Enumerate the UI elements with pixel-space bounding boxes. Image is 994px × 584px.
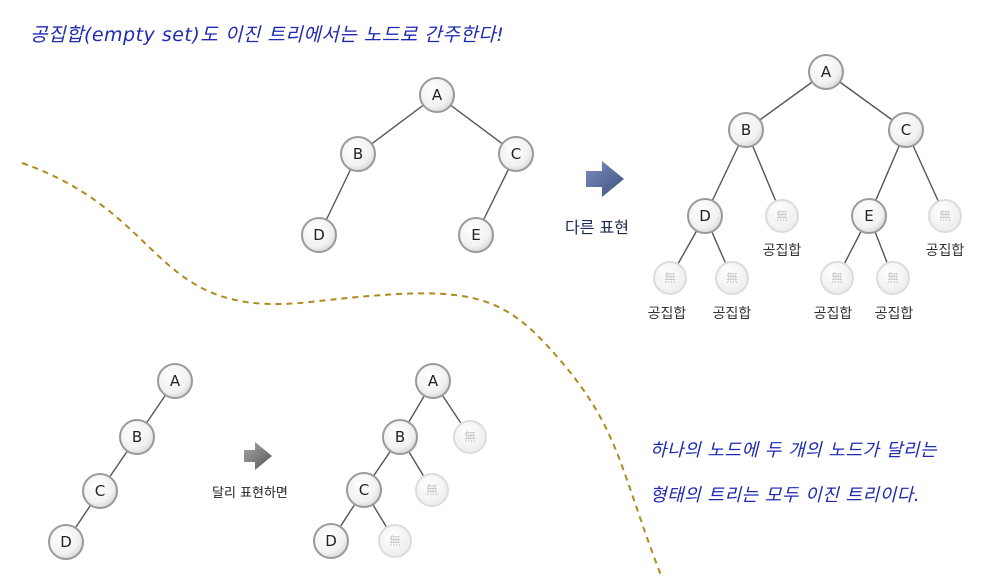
tree3-edges xyxy=(65,380,176,543)
empty-caption-1: 공집합 xyxy=(763,243,802,259)
tree4-empty-node-1: 無 xyxy=(453,420,487,454)
svg-text:A: A xyxy=(428,372,439,390)
tree3-node-d: D xyxy=(48,524,84,560)
tree2-node-e: E xyxy=(851,198,887,234)
svg-text:無: 無 xyxy=(464,429,476,444)
empty-caption-2: 공집합 xyxy=(926,243,965,259)
svg-text:無: 無 xyxy=(389,533,401,548)
tree2-empty-node-4: 無 xyxy=(715,261,749,295)
empty-caption-3: 공집합 xyxy=(648,306,687,322)
svg-text:D: D xyxy=(313,226,325,244)
empty-caption-6: 공집합 xyxy=(875,306,914,322)
svg-text:B: B xyxy=(132,428,142,446)
svg-text:B: B xyxy=(395,428,405,446)
svg-text:無: 無 xyxy=(887,270,899,285)
svg-text:無: 無 xyxy=(726,270,738,285)
arrow-bottom-icon xyxy=(244,442,272,470)
tree3-node-b: B xyxy=(119,419,155,455)
empty-caption-5: 공집합 xyxy=(814,306,853,322)
svg-text:A: A xyxy=(170,372,181,390)
svg-text:C: C xyxy=(359,481,369,499)
svg-text:A: A xyxy=(821,63,832,81)
tree2-empty-node-5: 無 xyxy=(820,261,854,295)
tree4-edges xyxy=(330,380,471,542)
svg-text:B: B xyxy=(353,145,363,163)
tree1-node-d: D xyxy=(301,217,337,253)
svg-text:無: 無 xyxy=(426,482,438,497)
tree2-empty-node-2: 無 xyxy=(928,199,962,233)
tree1-node-a: A xyxy=(419,77,455,113)
tree2-empty-node-3: 無 xyxy=(653,261,687,295)
empty-caption-4: 공집합 xyxy=(713,306,752,322)
arrow-top-icon xyxy=(586,161,624,197)
svg-text:E: E xyxy=(864,207,873,225)
tree2-node-a: A xyxy=(808,54,844,90)
tree3-node-a: A xyxy=(157,363,193,399)
svg-text:D: D xyxy=(325,532,337,550)
arrow-label-top: 다른 표현 xyxy=(565,218,629,237)
svg-text:無: 無 xyxy=(939,208,951,223)
svg-text:B: B xyxy=(741,121,751,139)
tree4-node-b: B xyxy=(382,419,418,455)
tree1-node-b: B xyxy=(340,136,376,172)
tree2-node-d: D xyxy=(687,198,723,234)
tree4-node-a: A xyxy=(415,363,451,399)
tree4-empty-node-3: 無 xyxy=(378,524,412,558)
tree4-node-d: D xyxy=(313,523,349,559)
tree3-node-c: C xyxy=(82,473,118,509)
svg-text:C: C xyxy=(901,121,911,139)
svg-text:無: 無 xyxy=(831,270,843,285)
tree2-edges xyxy=(669,71,946,279)
svg-text:D: D xyxy=(60,533,72,551)
tree2-empty-node-6: 無 xyxy=(876,261,910,295)
tree4-node-c: C xyxy=(346,472,382,508)
svg-text:D: D xyxy=(699,207,711,225)
side-note-line1: 하나의 노드에 두 개의 노드가 달리는 xyxy=(650,440,938,461)
svg-text:A: A xyxy=(432,86,443,104)
svg-text:無: 無 xyxy=(776,208,788,223)
divider-curve xyxy=(21,162,663,579)
svg-text:C: C xyxy=(95,482,105,500)
svg-text:無: 無 xyxy=(664,270,676,285)
svg-text:C: C xyxy=(511,145,521,163)
arrow-label-bottom: 달리 표현하면 xyxy=(212,486,288,501)
header-note: 공집합(empty set)도 이진 트리에서는 노드로 간주한다! xyxy=(30,24,505,46)
side-note-line2: 형태의 트리는 모두 이진 트리이다. xyxy=(650,485,920,506)
tree2-node-c: C xyxy=(888,112,924,148)
svg-text:E: E xyxy=(471,226,480,244)
tree4-empty-node-2: 無 xyxy=(415,473,449,507)
tree2-node-b: B xyxy=(728,112,764,148)
tree1-node-c: C xyxy=(498,136,534,172)
tree2-empty-node-1: 無 xyxy=(765,199,799,233)
tree1-node-e: E xyxy=(458,217,494,253)
